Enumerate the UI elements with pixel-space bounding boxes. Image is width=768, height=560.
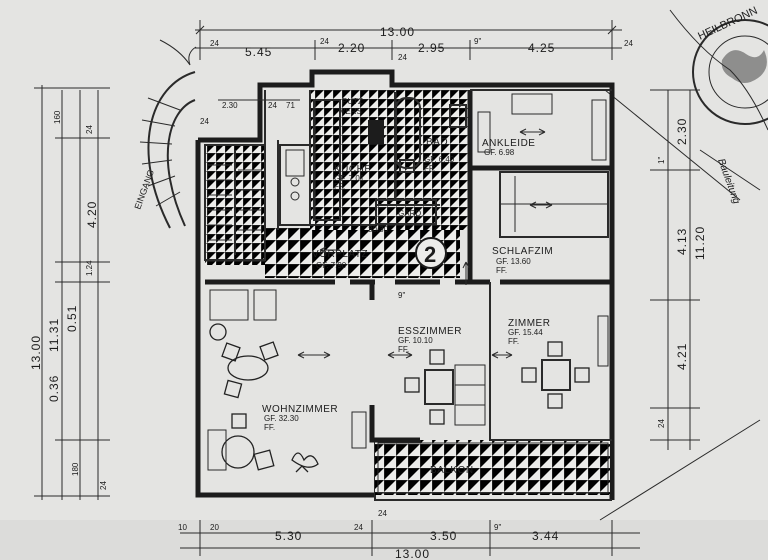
left-seg-1: 160 — [53, 110, 62, 124]
garderobe-label: GARD. — [398, 209, 423, 218]
bed — [499, 171, 609, 238]
vorplatz-label: VORPLATZ — [312, 249, 368, 260]
unit-number-badge: 2 — [415, 237, 447, 269]
schlafzimmer-area: GF. 13.60 — [496, 257, 531, 266]
signature-stroke — [669, 9, 768, 191]
right-seg-3: 4.21 — [675, 343, 689, 370]
kuche-floor: FF. — [334, 182, 345, 191]
bottom-dim-2: 3.50 — [430, 529, 457, 543]
bottom-dimensions: 10 20 24 24 9" 5.30 3.50 3.44 13.00 — [178, 509, 640, 560]
left-seg-4: 180 — [71, 462, 80, 476]
bottom-small-2: 20 — [210, 523, 219, 532]
top-dim-3: 2.95 — [418, 41, 445, 55]
balkon-outline — [377, 442, 609, 494]
inner-dim-2: 24 — [200, 117, 209, 126]
esszimmer-floor: FF. — [398, 345, 409, 354]
kitchen-fixtures — [285, 99, 341, 221]
schlafzimmer-floor: FF. — [496, 266, 507, 275]
bottom-small-5: 9" — [494, 523, 501, 532]
top-small-5: 24 — [624, 39, 633, 48]
ankleide-furniture — [477, 93, 607, 161]
wohnzimmer-label: WOHNZIMMER — [262, 404, 338, 415]
top-total-dim: 13.00 — [380, 25, 415, 39]
left-dim-2: 11.31 — [47, 318, 61, 352]
zimmer-label: ZIMMER — [508, 318, 550, 329]
wohnzimmer-area: GF. 32.30 — [264, 414, 299, 423]
unit-number: 2 — [424, 242, 436, 267]
balkon-label: BALKON — [430, 465, 474, 476]
bottom-small-3: 24 — [378, 509, 387, 518]
bottom-dim-1: 5.30 — [275, 529, 302, 543]
room-labels: WOHNZIMMER GF. 32.30 FF. ESSZIMMER GF. 1… — [262, 97, 553, 476]
bath-fixtures — [368, 97, 467, 225]
bottom-dim-3: 3.44 — [532, 529, 559, 543]
right-seg-5: 1" — [657, 157, 666, 164]
putz-label: PUTZ — [342, 97, 363, 106]
left-seg-6: 1.24 — [85, 260, 94, 276]
dining-furniture — [404, 349, 486, 426]
top-dim-1: 5.45 — [245, 45, 272, 59]
left-dim-3: 0.51 — [65, 305, 79, 332]
putz-sub-label: VERS — [340, 107, 362, 116]
right-total-dim: 11.20 — [693, 226, 707, 260]
kuche-label: KUCHE — [334, 164, 372, 175]
paper-shadow — [0, 520, 768, 560]
top-small-4: 9" — [474, 37, 481, 46]
direction-arrows — [297, 128, 553, 359]
inner-dimensions: 2.30 24 71 30/30 24 9" — [200, 99, 405, 300]
top-small-1: 24 — [210, 39, 219, 48]
schlafzimmer-label: SCHLAFZIM — [492, 246, 553, 257]
right-seg-2: 4.13 — [675, 228, 689, 255]
inner-dim-1: 2.30 — [222, 101, 238, 110]
bottom-small-1: 10 — [178, 523, 187, 532]
inner-dim-4: 30/30 — [368, 225, 389, 234]
right-seg-1: 2.30 — [675, 118, 689, 145]
kitchen-bath-tiles — [310, 90, 470, 230]
kuche-area: GF. 7.01 — [334, 174, 365, 183]
right-seg-4: 24 — [657, 419, 666, 428]
zimmer-area: GF. 15.44 — [508, 328, 543, 337]
bottom-total-dim: 13.00 — [395, 547, 430, 560]
interior-walls — [205, 89, 612, 443]
left-seg-5: 24 — [99, 481, 108, 490]
inner-dim-6: 9" — [398, 291, 405, 300]
wohnzimmer-floor: FF. — [264, 423, 275, 432]
living-room-furniture — [207, 289, 367, 473]
zimmer-furniture — [521, 315, 609, 409]
ankleide-label: ANKLEIDE — [482, 138, 535, 149]
vorplatz-area: GF. 7.90 — [316, 261, 347, 270]
left-seg-3: 24 — [85, 125, 94, 134]
zimmer-floor: FF. — [508, 337, 519, 346]
left-dimensions: 13.00 11.31 0.51 0.36 160 4.20 24 180 24… — [29, 85, 110, 500]
top-small-2: 24 — [320, 37, 329, 46]
ankleide-area: GF. 6.98 — [484, 148, 515, 157]
balkon-tiles — [375, 440, 610, 495]
inner-dim-5: 24 — [268, 101, 277, 110]
bottom-small-4: 24 — [354, 523, 363, 532]
esszimmer-label: ESSZIMMER — [398, 326, 462, 337]
top-dim-2: 2.20 — [338, 41, 365, 55]
left-seg-2: 4.20 — [85, 201, 99, 228]
top-dimensions: 13.00 5.45 2.20 2.95 4.25 24 24 24 9" 24 — [195, 20, 633, 62]
right-dimensions: 2.30 4.13 4.21 24 1" 11.20 — [650, 89, 707, 450]
inner-dim-3: 71 — [286, 101, 295, 110]
left-dim-total: 13.00 — [29, 335, 43, 370]
top-dim-4: 4.25 — [528, 41, 555, 55]
bad-floor: FF. — [424, 164, 435, 173]
esszimmer-area: GF. 10.10 — [398, 336, 433, 345]
bad-label: BAD — [426, 137, 448, 148]
left-dim-4: 0.36 — [47, 375, 61, 402]
top-small-3: 24 — [398, 53, 407, 62]
site-lines — [599, 89, 761, 521]
bad-area: GF. 6.40 — [424, 155, 455, 164]
